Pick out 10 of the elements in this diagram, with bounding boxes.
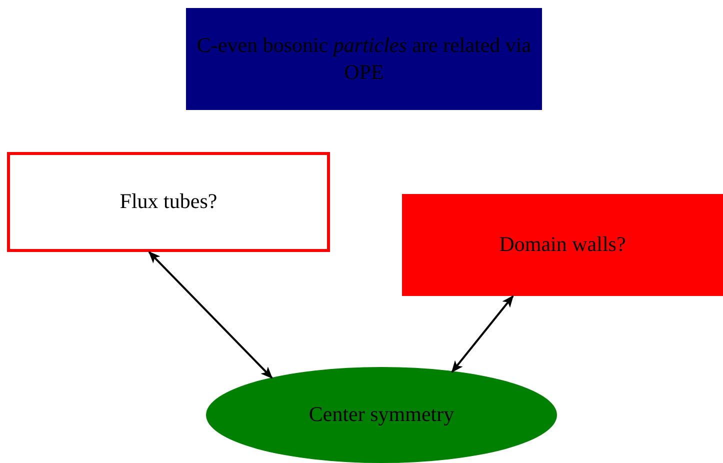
double-arrow [148,251,273,379]
title-box [186,8,542,110]
node-label: Domain walls? [499,231,626,258]
ellipse-node [206,367,557,463]
double-arrow [451,295,514,373]
process-box [402,194,723,296]
node-label: Center symmetry [308,401,454,428]
process-box [7,152,330,252]
node-label: Flux tubes? [120,188,218,216]
node-label: C-even bosonic particles are related via OPE [196,32,532,86]
